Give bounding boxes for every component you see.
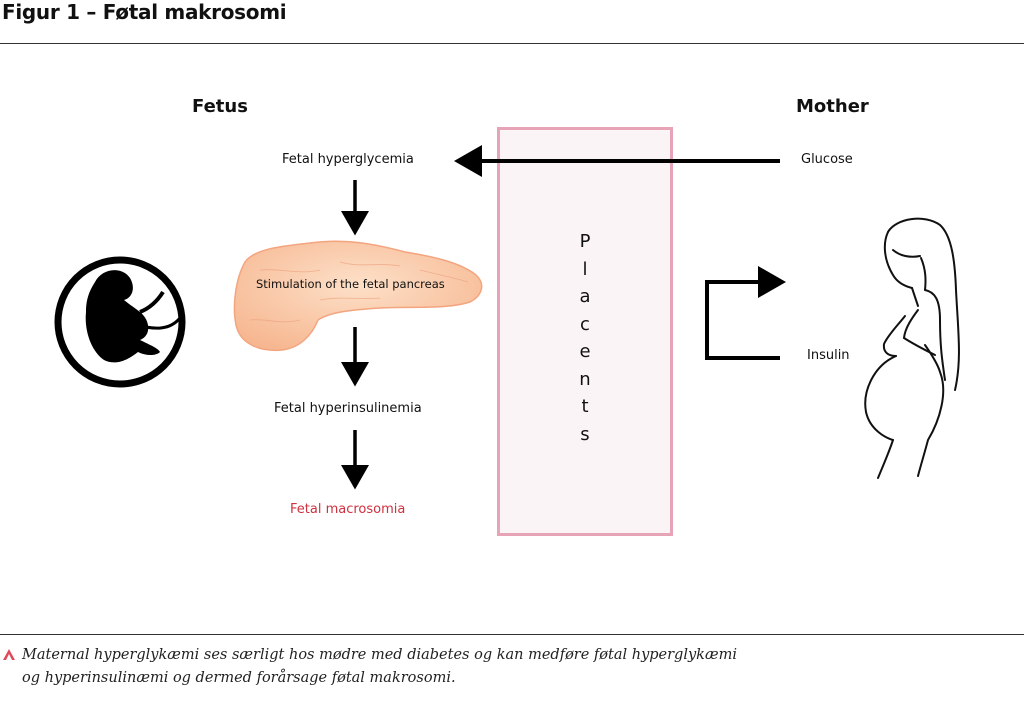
title-divider <box>0 43 1024 44</box>
pancreas-stimulation-label: Stimulation of the fetal pancreas <box>256 277 445 291</box>
insulin-feedback-arrow <box>705 266 786 360</box>
pancreas-illustration <box>233 240 483 352</box>
caption-divider <box>0 634 1024 635</box>
fetus-in-womb-icon <box>54 256 186 388</box>
fetal-macrosomia-label: Fetal macrosomia <box>290 502 406 517</box>
fetal-hyperinsulinemia-label: Fetal hyperinsulinemia <box>274 401 422 416</box>
caret-up-icon <box>3 649 15 660</box>
figure-title: Figur 1 – Føtal makrosomi <box>2 0 287 24</box>
fetal-hyperglycemia-label: Fetal hyperglycemia <box>282 152 414 167</box>
placenta-box: P l a c e n t s <box>497 127 673 536</box>
placenta-letter: l <box>582 258 588 280</box>
pregnant-woman-icon <box>864 217 960 479</box>
placenta-letter: n <box>579 368 591 390</box>
mother-heading: Mother <box>796 96 869 117</box>
fetus-heading: Fetus <box>192 96 248 117</box>
glucose-label: Glucose <box>801 152 853 167</box>
placenta-letter: e <box>579 341 591 362</box>
placenta-letter: c <box>580 313 590 335</box>
placenta-letter: s <box>580 423 590 445</box>
insulin-label: Insulin <box>807 348 850 363</box>
caption-line: og hyperinsulinæmi og dermed forårsage f… <box>22 670 456 686</box>
placenta-label: P l a c e n t s <box>500 228 670 448</box>
placenta-letter: P <box>579 231 591 252</box>
caption-line: Maternal hyperglykæmi ses særligt hos mø… <box>22 647 737 663</box>
placenta-letter: t <box>581 396 589 417</box>
figure-caption: Maternal hyperglykæmi ses særligt hos mø… <box>22 644 742 690</box>
placenta-letter: a <box>579 286 591 307</box>
